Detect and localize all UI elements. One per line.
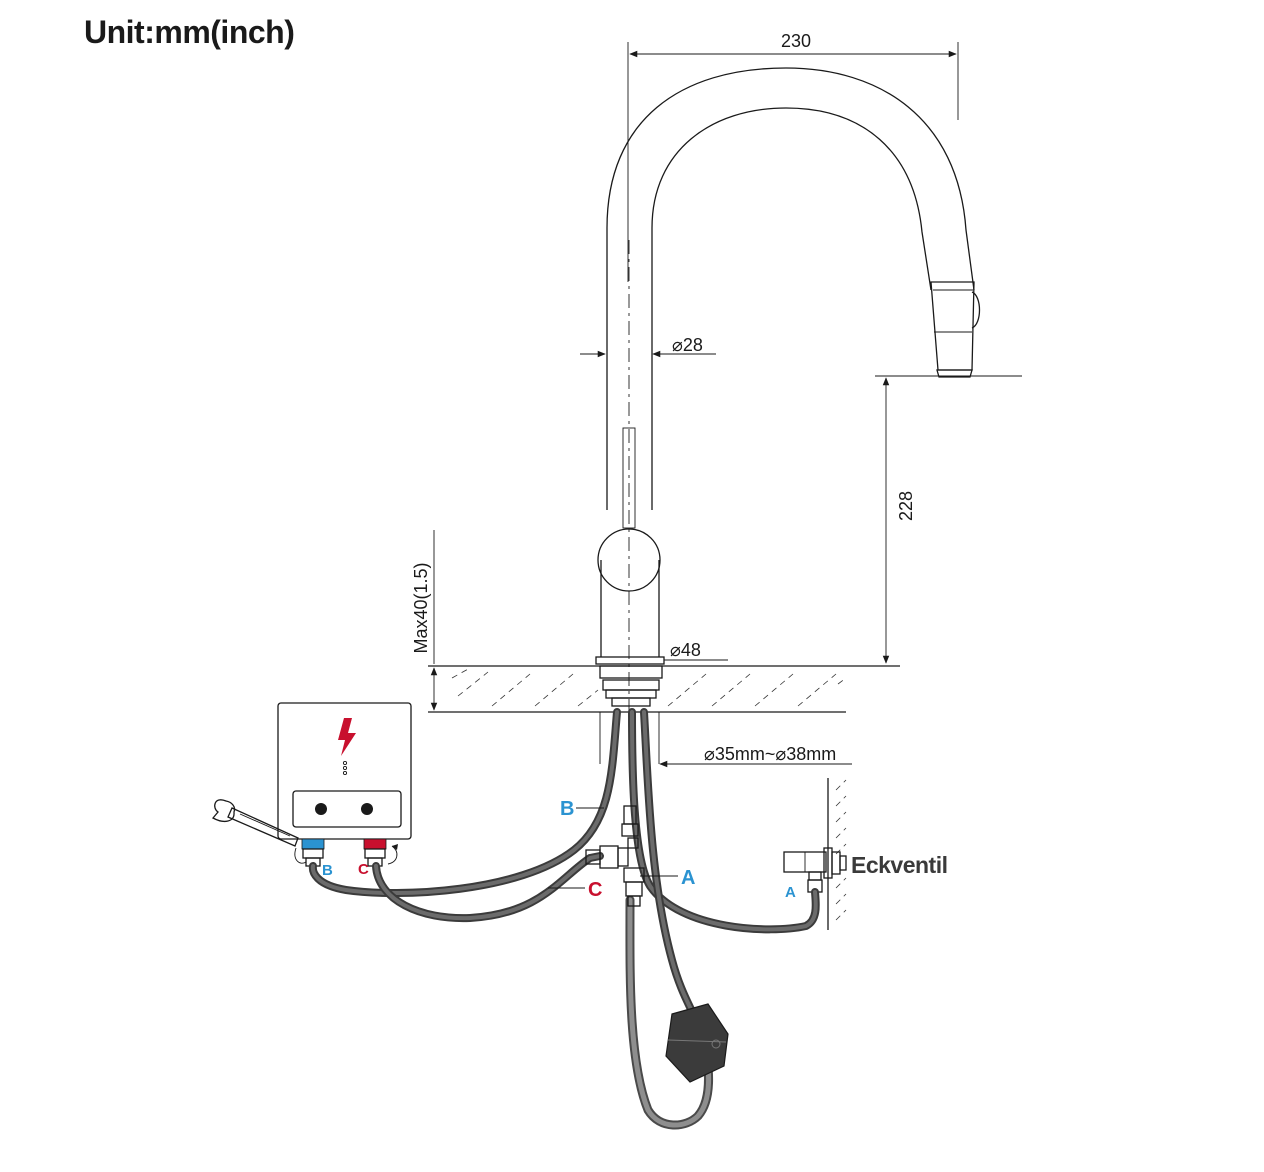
dim-height-label: 228 [896, 491, 916, 521]
lightning-bolt-icon [338, 718, 356, 756]
dimension-base-diameter: ⌀48 [664, 640, 728, 661]
valve-a-label: A [785, 884, 796, 901]
faucet [595, 67, 981, 720]
dimension-spout-diameter: ⌀28 [580, 335, 716, 358]
unit-title: Unit:mm(inch) [84, 14, 295, 50]
countertop: Max40(1.5) ⌀35mm~⌀38mm [411, 530, 900, 768]
dim-max-thickness-label: Max40(1.5) [411, 562, 431, 653]
dim-spout-diameter-label: ⌀28 [672, 335, 703, 355]
water-heater: B C [277, 702, 412, 879]
dim-base-diameter-label: ⌀48 [670, 640, 701, 660]
heater-b-label: B [322, 862, 333, 879]
dim-mounting-hole-label: ⌀35mm~⌀38mm [704, 744, 836, 764]
wall [827, 778, 847, 930]
hose-labels: B C A [548, 798, 695, 901]
angle-valve-label: Eckventil [851, 852, 948, 878]
dim-reach-label: 230 [781, 31, 811, 51]
hose-b-label: B [560, 798, 574, 820]
dimension-height: 228 [875, 375, 1022, 664]
hose-fittings [585, 805, 645, 907]
dimension-reach: 230 [627, 31, 959, 282]
angle-valve: Eckventil A [783, 847, 948, 901]
hose-weight [665, 1003, 729, 1083]
hoses [308, 708, 820, 1130]
wrench-icon [211, 799, 299, 847]
heater-c-label: C [358, 861, 369, 878]
hose-c-label: C [588, 879, 602, 901]
hose-a-label: A [681, 867, 695, 889]
